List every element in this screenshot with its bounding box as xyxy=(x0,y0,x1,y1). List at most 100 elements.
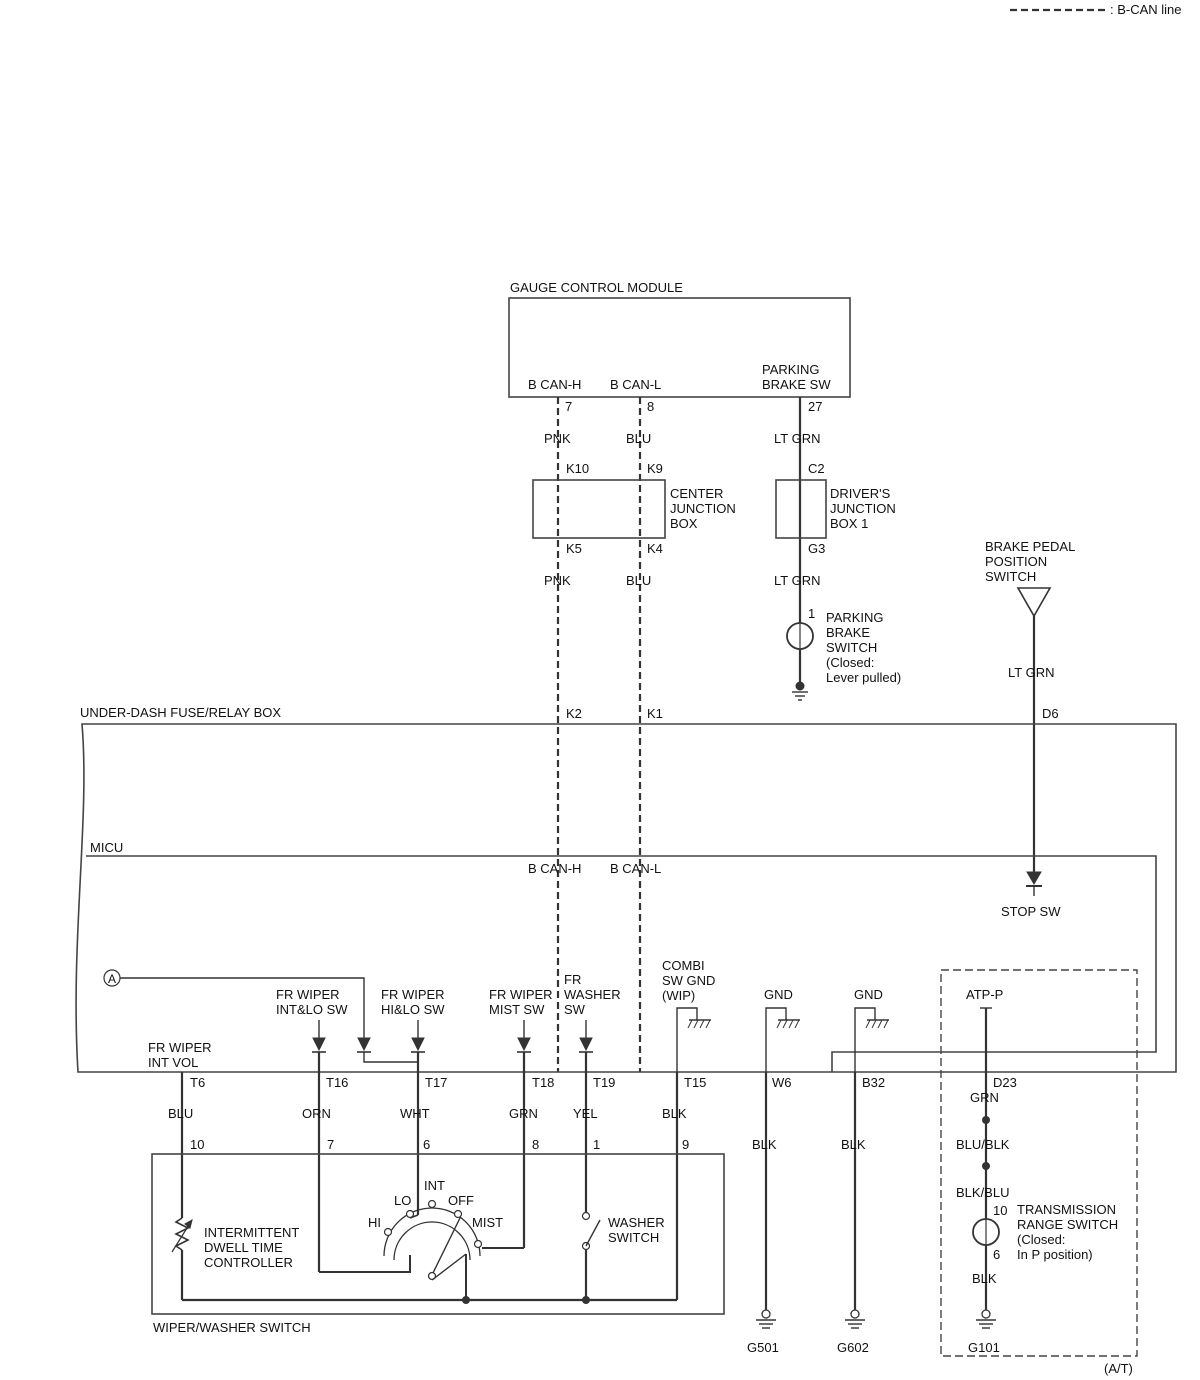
g101-ground-icon xyxy=(976,1309,996,1329)
djb-label-1: DRIVER'S xyxy=(830,486,891,501)
underdash-k2: K2 xyxy=(566,706,582,721)
center-junction-box xyxy=(532,479,666,539)
bpp-d6: D6 xyxy=(1042,706,1059,721)
combi-label-1: COMBI xyxy=(662,958,705,973)
terminal-b32: B32 xyxy=(862,1075,885,1090)
atp-label: ATP-P xyxy=(966,987,1003,1002)
mist-label-2: MIST SW xyxy=(489,1002,545,1017)
wire-pnk-1: PNK xyxy=(544,431,571,446)
cjb-k5: K5 xyxy=(566,541,582,556)
djb-label-2: JUNCTION xyxy=(830,501,896,516)
controller-label-2: DWELL TIME xyxy=(204,1240,283,1255)
wiper-switch-title: WIPER/WASHER SWITCH xyxy=(153,1320,311,1335)
washer-input-icon xyxy=(579,1020,593,1053)
switch-pin-7: 7 xyxy=(327,1137,334,1152)
parking-ground-icon xyxy=(792,691,808,701)
mist-input-icon xyxy=(517,1020,531,1053)
terminal-t16: T16 xyxy=(326,1075,348,1090)
cjb-k4: K4 xyxy=(647,541,663,556)
terminal-t6: T6 xyxy=(190,1075,205,1090)
wire-label-blk-g501: BLK xyxy=(752,1137,777,1152)
g501-ground-icon xyxy=(756,1309,776,1329)
terminal-t17: T17 xyxy=(425,1075,447,1090)
terminal-t19: T19 xyxy=(593,1075,615,1090)
controller-label-1: INTERMITTENT xyxy=(204,1225,299,1240)
at-connector-2 xyxy=(982,1162,990,1170)
switch-pin-9: 9 xyxy=(682,1137,689,1152)
switch-pin-1: 1 xyxy=(593,1137,600,1152)
combi-label-3: (WIP) xyxy=(662,988,695,1003)
pbs-label-5: Lever pulled) xyxy=(826,670,901,685)
gnd-label-1: GND xyxy=(764,987,793,1002)
gauge-pin-27: 27 xyxy=(808,399,822,414)
at-pin-10: 10 xyxy=(993,1203,1007,1218)
wire-pnk-2: PNK xyxy=(544,573,571,588)
trs-label-4: In P position) xyxy=(1017,1247,1093,1262)
gauge-title: GAUGE CONTROL MODULE xyxy=(510,280,683,295)
micu-bcanl: B CAN-L xyxy=(610,861,661,876)
wire-ltgrn-3: LT GRN xyxy=(1008,665,1054,680)
gnd-label-2: GND xyxy=(854,987,883,1002)
switch-pos-hi: HI xyxy=(368,1215,381,1230)
wire-label-blu: BLU xyxy=(168,1106,193,1121)
djb-g3: G3 xyxy=(808,541,825,556)
combi-ground-icon xyxy=(676,1007,711,1072)
wiper-washer-switch-box xyxy=(151,1153,725,1315)
stop-sw-arrow-icon xyxy=(1026,871,1042,885)
wire-blu-2: BLU xyxy=(626,573,651,588)
intvol-label-1: FR WIPER xyxy=(148,1040,212,1055)
trs-label-1: TRANSMISSION xyxy=(1017,1202,1116,1217)
gauge-pin-7: 7 xyxy=(565,399,572,414)
micu-stop-sw: STOP SW xyxy=(1001,904,1061,919)
gauge-pbsw-2: BRAKE SW xyxy=(762,377,831,392)
washer-label-2: WASHER xyxy=(564,987,621,1002)
djb-c2: C2 xyxy=(808,461,825,476)
terminal-w6: W6 xyxy=(772,1075,792,1090)
gauge-bcanl: B CAN-L xyxy=(610,377,661,392)
gauge-control-module-box xyxy=(508,297,851,398)
wire-ltgrn-2: LT GRN xyxy=(774,573,820,588)
g602-ground-icon xyxy=(845,1309,865,1329)
pbs-label-4: (Closed: xyxy=(826,655,874,670)
washer-switch-label-2: SWITCH xyxy=(608,1230,659,1245)
wire-blu-1: BLU xyxy=(626,431,651,446)
trs-label-3: (Closed: xyxy=(1017,1232,1065,1247)
gnd1-ground-icon xyxy=(765,1007,800,1072)
intvol-label-2: INT VOL xyxy=(148,1055,198,1070)
at-wire-grn: GRN xyxy=(970,1090,999,1105)
washer-switch-label-1: WASHER xyxy=(608,1215,665,1230)
cjb-k10: K10 xyxy=(566,461,589,476)
cjb-k9: K9 xyxy=(647,461,663,476)
mist-label-1: FR WIPER xyxy=(489,987,553,1002)
at-pin-6: 6 xyxy=(993,1247,1000,1262)
gauge-pbsw-1: PARKING xyxy=(762,362,820,377)
switch-pin-6: 6 xyxy=(423,1137,430,1152)
wire-label-grn: GRN xyxy=(509,1106,538,1121)
ref-a-wire xyxy=(120,977,365,1040)
combi-label-2: SW GND xyxy=(662,973,715,988)
legend-label: : B-CAN line xyxy=(1110,2,1182,17)
pbs-pin-1: 1 xyxy=(808,606,815,621)
ref-a-link xyxy=(363,1052,418,1063)
ref-a-arrow-icon xyxy=(357,1037,371,1052)
switch-pos-off: OFF xyxy=(448,1193,474,1208)
ground-g602: G602 xyxy=(837,1340,869,1355)
terminal-t18: T18 xyxy=(532,1075,554,1090)
djb-label-3: BOX 1 xyxy=(830,516,868,531)
underdash-fuse-relay-box xyxy=(75,723,1177,1073)
gauge-pin-8: 8 xyxy=(647,399,654,414)
int-lo-label-1: FR WIPER xyxy=(276,987,340,1002)
at-wire-blublk: BLU/BLK xyxy=(956,1137,1010,1152)
terminal-d23: D23 xyxy=(993,1075,1017,1090)
cjb-label-3: BOX xyxy=(670,516,698,531)
bpp-label-3: SWITCH xyxy=(985,569,1036,584)
wiper-rotary-switch-icon xyxy=(319,1199,524,1300)
ground-g501: G501 xyxy=(747,1340,779,1355)
ref-a-label: A xyxy=(108,972,116,986)
at-connector-1 xyxy=(982,1116,990,1124)
pbs-label-1: PARKING xyxy=(826,610,884,625)
micu-title: MICU xyxy=(90,840,123,855)
parking-ground-junction xyxy=(795,681,805,691)
switch-pos-mist: MIST xyxy=(472,1215,503,1230)
